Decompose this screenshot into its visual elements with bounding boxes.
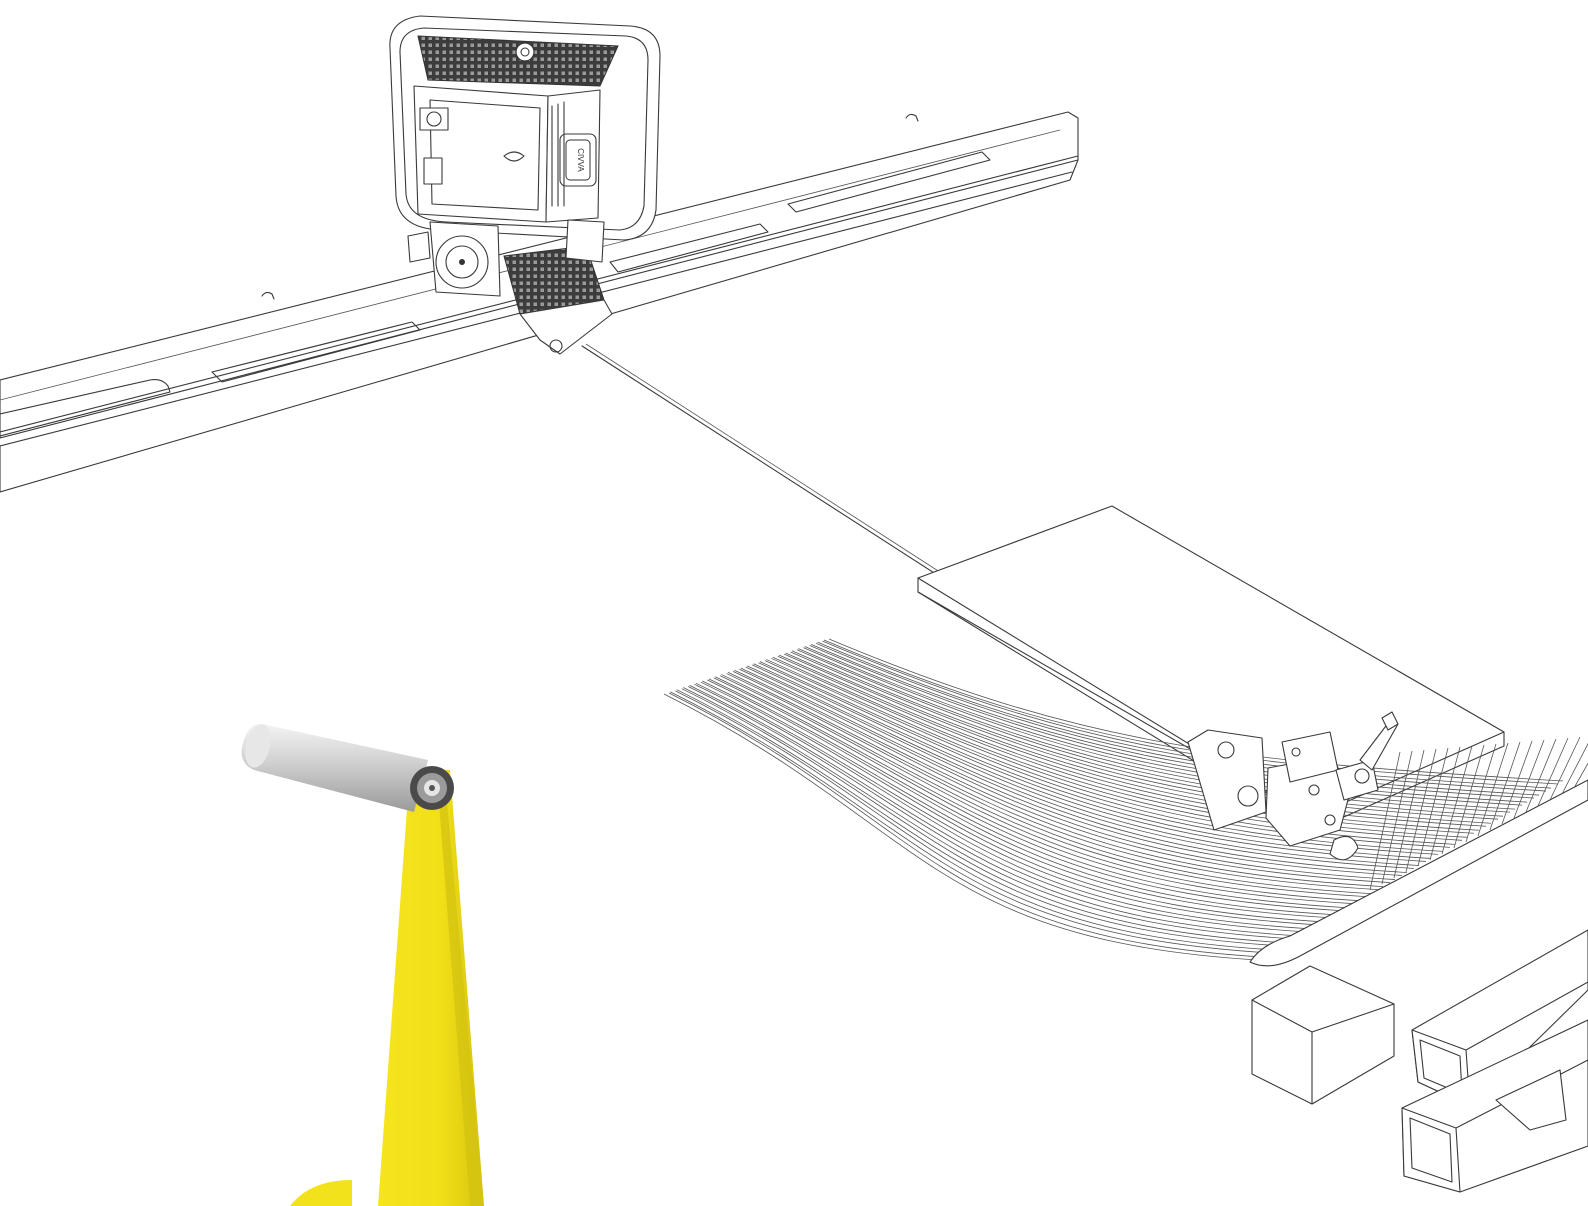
strip-line-edge bbox=[732, 671, 1384, 887]
strip-line-edge bbox=[752, 664, 1420, 866]
strip-line-edge bbox=[796, 649, 1504, 817]
comb-line bbox=[1393, 749, 1425, 879]
strip-line bbox=[798, 648, 1511, 813]
strip-line-edge bbox=[720, 675, 1360, 902]
comb-line bbox=[1525, 738, 1557, 813]
strip-line bbox=[740, 667, 1403, 876]
comb-line bbox=[1465, 743, 1497, 843]
strip-line-edge bbox=[726, 673, 1372, 895]
strip-line bbox=[734, 669, 1391, 883]
crank-handle bbox=[241, 723, 484, 1206]
strip-line-edge bbox=[688, 686, 1300, 937]
comb-line bbox=[1549, 736, 1581, 801]
strip-line bbox=[708, 678, 1343, 912]
strip-line bbox=[804, 646, 1523, 806]
strip-line bbox=[689, 685, 1307, 933]
box-profiles bbox=[1251, 929, 1588, 1193]
strip-line bbox=[747, 665, 1415, 869]
comb-line bbox=[1573, 762, 1588, 789]
strip-lip bbox=[1249, 779, 1588, 967]
top-grate bbox=[417, 35, 619, 87]
strip-line-edge bbox=[739, 668, 1396, 880]
strip-puller bbox=[1187, 711, 1399, 861]
winch-unit: CIVVA bbox=[389, 15, 661, 355]
strip-line bbox=[683, 687, 1295, 940]
strip-line bbox=[766, 659, 1451, 848]
strip-line bbox=[670, 691, 1271, 954]
comb-line bbox=[1369, 751, 1401, 891]
strip-line bbox=[817, 641, 1547, 792]
strip-line bbox=[785, 652, 1487, 827]
strip-line-edge bbox=[758, 662, 1432, 859]
crank-grip bbox=[241, 723, 428, 812]
strip-line bbox=[676, 689, 1283, 947]
comb-line bbox=[1381, 750, 1413, 885]
strip-line-edge bbox=[745, 666, 1408, 873]
strip-line bbox=[721, 674, 1367, 898]
strip-line-edge bbox=[809, 645, 1528, 803]
comb-line bbox=[1405, 748, 1437, 873]
crank-arm bbox=[378, 768, 484, 1206]
comb-line bbox=[1561, 742, 1588, 795]
strip-line-edge bbox=[668, 692, 1264, 958]
strip-line-edge bbox=[694, 683, 1312, 930]
strip-line-edge bbox=[700, 681, 1324, 923]
comb-line bbox=[1441, 745, 1473, 855]
comb-line bbox=[1429, 746, 1461, 861]
strip-bundle bbox=[663, 638, 1588, 967]
strip-line-edge bbox=[707, 679, 1336, 916]
strip-line bbox=[823, 639, 1559, 785]
comb-line bbox=[1537, 737, 1569, 807]
strip-line-edge bbox=[822, 640, 1552, 789]
strip-line-edge bbox=[803, 647, 1516, 810]
strip-line-edge bbox=[784, 653, 1480, 831]
strip-line-edge bbox=[790, 651, 1492, 824]
strip-line bbox=[753, 663, 1427, 862]
strip-line bbox=[715, 676, 1355, 905]
strip-line-edge bbox=[681, 688, 1288, 944]
strip-line bbox=[727, 672, 1379, 890]
winch-badge-label: CIVVA bbox=[576, 148, 585, 172]
comb-line bbox=[1489, 741, 1521, 831]
comb-line bbox=[1417, 747, 1449, 867]
comb-line bbox=[1477, 742, 1509, 837]
strip-line-edge bbox=[764, 660, 1444, 852]
comb-line bbox=[1501, 740, 1533, 825]
strip-line bbox=[663, 693, 1259, 961]
strip-line bbox=[702, 680, 1331, 919]
strip-line-edge bbox=[828, 638, 1564, 782]
strip-line bbox=[779, 654, 1475, 834]
comb-line bbox=[1513, 739, 1545, 819]
strip-line bbox=[759, 661, 1439, 855]
strip-line-edge bbox=[713, 677, 1348, 909]
comb-line bbox=[1453, 744, 1485, 849]
strip-line-edge bbox=[816, 642, 1540, 796]
strip-line bbox=[695, 682, 1319, 926]
strip-line bbox=[791, 650, 1499, 820]
strip-line-edge bbox=[675, 690, 1276, 951]
